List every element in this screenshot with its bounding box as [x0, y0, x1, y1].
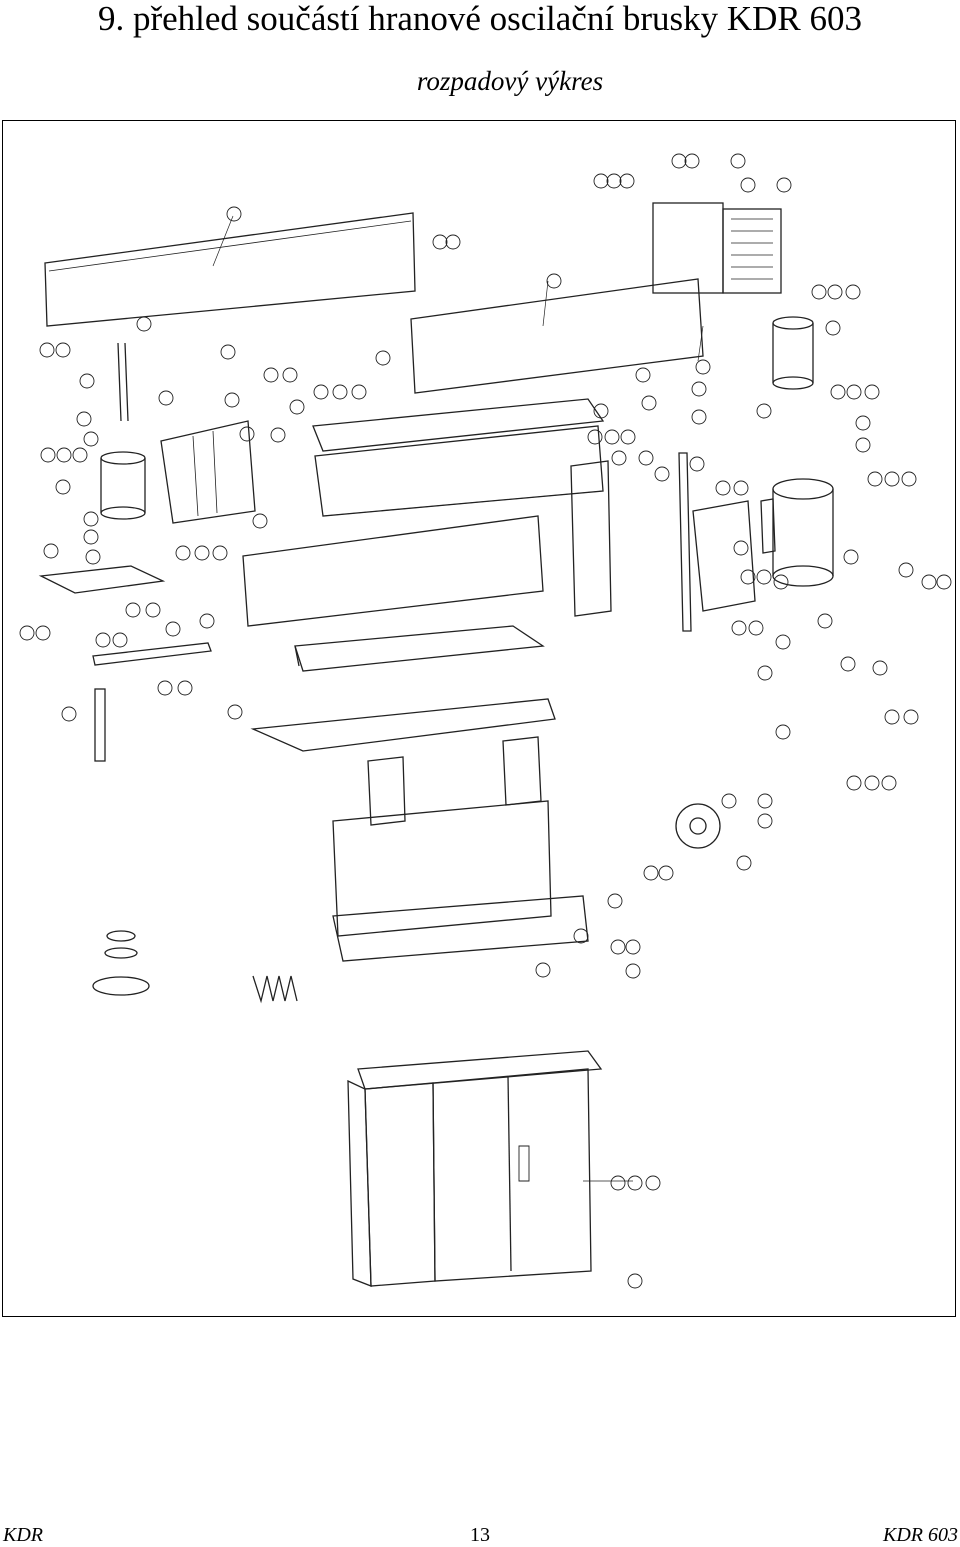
exploded-drawing-frame — [2, 120, 956, 1317]
footer-right-model: KDR 603 — [883, 1524, 958, 1546]
footer-left-brand: KDR — [3, 1524, 43, 1546]
page-title: 9. přehled součástí hranové oscilační br… — [97, 0, 862, 38]
footer-page-number: 13 — [470, 1524, 490, 1546]
exploded-view-drawing — [19, 153, 952, 1289]
page-subtitle: rozpadový výkres — [416, 66, 604, 96]
